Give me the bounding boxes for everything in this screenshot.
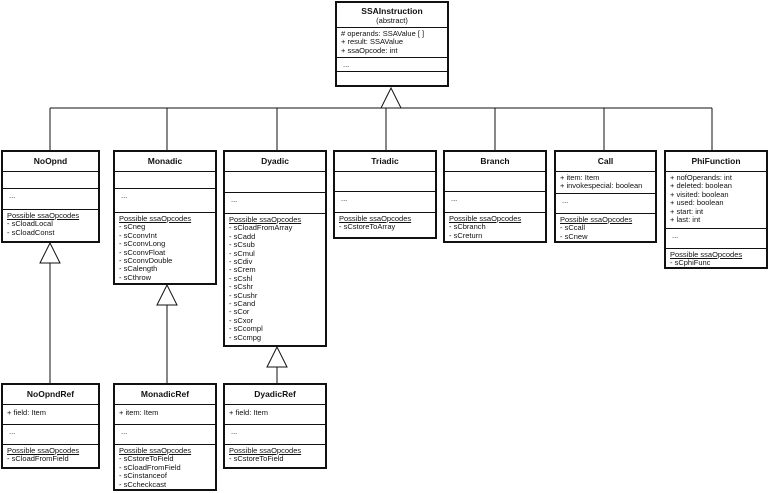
opcode-item: - sCloadFromField bbox=[119, 462, 181, 472]
opcodes-heading: Possible ssaOpcodes bbox=[560, 215, 633, 224]
attribute: + result: SSAValue bbox=[341, 37, 404, 47]
opcode-item: - sCshr bbox=[229, 282, 254, 292]
opcode-item: - sCcompl bbox=[229, 324, 263, 334]
opcode-item: - sCstoreToArray bbox=[339, 222, 396, 232]
opcode-item: - sCloadFromField bbox=[7, 454, 69, 464]
ellipsis: ... bbox=[672, 231, 679, 240]
attribute: + item: Item bbox=[119, 408, 159, 417]
noopnd-generalization-arrowhead bbox=[39, 241, 61, 264]
opcode-item: - sCloadLocal bbox=[7, 219, 53, 229]
opcode-item: - sCadd bbox=[229, 231, 256, 241]
attribute: + last: int bbox=[670, 215, 701, 225]
class-monadicref: MonadicRef + item: Item ... Possible ssa… bbox=[113, 383, 217, 491]
class-branch: Branch ... Possible ssaOpcodes - sCbranc… bbox=[443, 150, 547, 243]
opcode-item: - sCrem bbox=[229, 265, 256, 275]
class-call: Call + item: Item + invokespecial: boole… bbox=[554, 150, 657, 243]
ellipsis: ... bbox=[231, 195, 238, 204]
class-ssainstruction: SSAInstruction (abstract) # operands: SS… bbox=[335, 1, 449, 87]
opcode-item: - sCsub bbox=[229, 240, 255, 250]
class-dyadic: Dyadic ... Possible ssaOpcodes - sCloadF… bbox=[223, 150, 327, 347]
class-name: Monadic bbox=[147, 156, 183, 166]
ellipsis: ... bbox=[562, 196, 569, 205]
class-name: Branch bbox=[480, 156, 510, 166]
attribute: + deleted: boolean bbox=[670, 181, 732, 191]
attribute: + field: Item bbox=[7, 408, 46, 417]
opcode-item: - sCconvDouble bbox=[119, 256, 173, 266]
opcodes-heading: Possible ssaOpcodes bbox=[7, 211, 80, 220]
attribute: + ssaOpcode: int bbox=[341, 45, 398, 55]
class-dyadicref: DyadicRef + field: Item ... Possible ssa… bbox=[223, 383, 327, 469]
opcode-item: - sCushr bbox=[229, 290, 258, 300]
class-monadic: Monadic ... Possible ssaOpcodes - sCneg … bbox=[113, 150, 217, 285]
opcode-item: - sCloadFromArray bbox=[229, 223, 293, 233]
ellipsis: ... bbox=[341, 194, 348, 203]
ellipsis: ... bbox=[121, 427, 128, 436]
opcode-item: - sCbranch bbox=[449, 222, 486, 232]
dyadic-generalization-arrowhead bbox=[266, 345, 288, 368]
opcode-item: - sCxor bbox=[229, 315, 254, 325]
opcode-item: - sCcheckcast bbox=[119, 479, 167, 489]
ellipsis: ... bbox=[121, 191, 128, 200]
class-name: NoOpndRef bbox=[26, 389, 75, 399]
class-name: Triadic bbox=[371, 156, 399, 166]
class-name: Dyadic bbox=[261, 156, 289, 166]
ellipsis: ... bbox=[231, 427, 238, 436]
class-stereotype: (abstract) bbox=[376, 16, 408, 25]
opcodes-heading: Possible ssaOpcodes bbox=[229, 446, 302, 455]
root-generalization-arrowhead bbox=[380, 86, 402, 109]
class-name: DyadicRef bbox=[254, 389, 296, 399]
opcodes-heading: Possible ssaOpcodes bbox=[119, 446, 192, 455]
opcodes-heading: Possible ssaOpcodes bbox=[7, 446, 80, 455]
class-triadic: Triadic ... Possible ssaOpcodes - sCstor… bbox=[333, 150, 437, 239]
ellipsis: ... bbox=[9, 191, 16, 200]
opcode-item: - sCneg bbox=[119, 222, 146, 232]
ellipsis: ... bbox=[9, 427, 16, 436]
class-noopndref: NoOpndRef + field: Item ... Possible ssa… bbox=[1, 383, 100, 469]
opcode-item: - sCconvInt bbox=[119, 230, 157, 240]
opcodes-heading: Possible ssaOpcodes bbox=[670, 250, 743, 259]
class-name: PhiFunction bbox=[691, 156, 741, 166]
ellipsis: ... bbox=[451, 194, 458, 203]
attribute: + start: int bbox=[670, 206, 704, 216]
attribute: + nofOperands: int bbox=[670, 173, 732, 182]
attribute: + item: Item bbox=[560, 173, 600, 182]
opcodes-heading: Possible ssaOpcodes bbox=[119, 214, 192, 223]
attribute: + used: boolean bbox=[670, 198, 724, 208]
opcodes-heading: Possible ssaOpcodes bbox=[229, 215, 302, 224]
opcode-item: - sCphiFunc bbox=[670, 258, 711, 268]
opcode-item: - sCalength bbox=[119, 264, 158, 274]
opcode-item: - sCstoreToField bbox=[119, 454, 174, 464]
opcode-item: - sCreturn bbox=[449, 230, 483, 240]
opcodes-heading: Possible ssaOpcodes bbox=[339, 214, 412, 223]
opcode-item: - sCor bbox=[229, 307, 250, 317]
opcode-item: - sCconvFloat bbox=[119, 247, 166, 257]
opcode-item: - sCinstanceof bbox=[119, 471, 167, 481]
class-noopnd: NoOpnd ... Possible ssaOpcodes - sCloadL… bbox=[1, 150, 100, 243]
monadic-generalization-arrowhead bbox=[156, 283, 178, 306]
attribute: + field: Item bbox=[229, 408, 268, 417]
opcode-item: - sCcmpg bbox=[229, 332, 262, 342]
opcode-item: - sCcall bbox=[560, 223, 586, 233]
opcode-item: - sCconvLong bbox=[119, 239, 166, 249]
opcode-item: - sCdiv bbox=[229, 257, 253, 267]
class-name: NoOpnd bbox=[33, 156, 68, 166]
attribute: + visited: boolean bbox=[670, 189, 729, 199]
opcode-item: - sCloadConst bbox=[7, 227, 55, 237]
class-name: MonadicRef bbox=[140, 389, 190, 399]
class-name: SSAInstruction bbox=[361, 6, 423, 16]
opcode-item: - sCstoreToField bbox=[229, 454, 284, 464]
attribute: + invokespecial: boolean bbox=[560, 181, 643, 191]
opcode-item: - sCmul bbox=[229, 248, 255, 258]
class-phifunction: PhiFunction + nofOperands: int + deleted… bbox=[664, 150, 768, 269]
attribute: # operands: SSAValue [ ] bbox=[341, 29, 425, 38]
opcodes-heading: Possible ssaOpcodes bbox=[449, 214, 522, 223]
opcode-item: - sCshl bbox=[229, 273, 253, 283]
opcode-item: - sCthrow bbox=[119, 272, 152, 282]
opcode-item: - sCand bbox=[229, 299, 256, 309]
opcode-item: - sCnew bbox=[560, 231, 588, 241]
ellipsis: ... bbox=[343, 60, 350, 69]
class-name: Call bbox=[597, 156, 614, 166]
